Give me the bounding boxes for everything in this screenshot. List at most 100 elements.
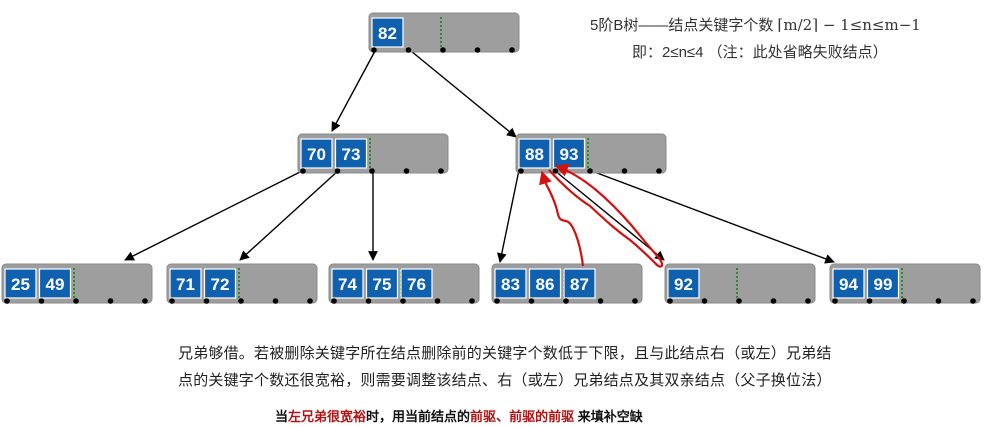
key-value: 76 <box>407 275 426 294</box>
child-pointer-dot <box>440 47 446 53</box>
child-pointer-dot <box>369 168 375 174</box>
child-pointer-dot <box>434 298 441 304</box>
key-value: 72 <box>211 275 230 294</box>
child-pointer-dot <box>307 298 313 304</box>
child-pointer-dot <box>403 168 410 174</box>
child-pointer-dot <box>805 298 811 304</box>
child-pointer-dot <box>331 298 337 304</box>
edge-n88-to-leaf4 <box>496 169 520 263</box>
child-pointer-dot <box>597 298 604 304</box>
edge-n88-to-leaf5 <box>553 169 665 261</box>
key-value: 82 <box>378 24 397 43</box>
leaf-node-6: 94 99 <box>829 263 981 304</box>
key-value: 75 <box>373 275 392 294</box>
edge-root-to-left <box>331 50 376 132</box>
child-pointer-dot <box>272 298 279 304</box>
key-box <box>371 17 404 48</box>
bottom-note-left-sibling: 左兄弟很宽裕 <box>288 409 367 424</box>
child-pointer-dot <box>400 298 406 304</box>
key-value: 99 <box>874 275 893 294</box>
child-pointer-dot <box>770 298 777 304</box>
child-pointer-dot <box>494 298 500 304</box>
child-pointer-dot <box>300 168 306 174</box>
key-box <box>400 268 433 299</box>
bottom-note-part3: 时，用当前结点的 <box>366 409 471 424</box>
bottom-note-comma: 、 <box>496 409 510 424</box>
bottom-note-part7: 来填补空缺 <box>574 409 643 424</box>
key-box <box>667 268 700 299</box>
leaf-node-3: 74 75 76 <box>328 263 480 304</box>
child-pointer-dot <box>552 168 559 174</box>
key-box <box>203 268 237 299</box>
key-value: 86 <box>536 275 555 294</box>
key-box <box>866 268 900 299</box>
key-value: 74 <box>338 275 357 294</box>
key-value: 93 <box>560 145 579 164</box>
definition-prefix: 5阶B树——结点关键字个数 <box>590 17 774 34</box>
description-line2: 点的关键字个数还很宽裕，则需要调整该结点、右（或左）兄弟结点及其双亲结点（父子换… <box>178 372 832 389</box>
key-box <box>334 138 368 169</box>
child-pointer-dot <box>518 168 524 174</box>
red-annotation-curves <box>539 163 664 268</box>
definition-formula: ⌈m/2⌉ − 1≤n≤m−1 <box>777 16 921 34</box>
child-pointer-dot <box>901 298 907 304</box>
b-tree-definition: 5阶B树——结点关键字个数 ⌈m/2⌉ − 1≤n≤m−1 <box>590 14 921 35</box>
key-box <box>563 268 596 299</box>
key-value: 92 <box>674 275 693 294</box>
key-value: 88 <box>525 145 544 164</box>
root-node: 82 <box>368 12 520 53</box>
child-pointer-dot <box>334 168 341 174</box>
child-pointer-dot <box>587 168 593 174</box>
key-value: 83 <box>501 275 520 294</box>
child-pointer-dot <box>203 298 210 304</box>
child-pointer-dot <box>563 298 569 304</box>
child-pointer-dot <box>736 298 742 304</box>
edge-n93-to-leaf6 <box>588 169 835 264</box>
key-value: 71 <box>176 275 195 294</box>
key-value: 49 <box>46 275 65 294</box>
child-pointer-dot <box>469 298 475 304</box>
description-paragraph: 兄弟够借。若被删除关键字所在结点删除前的关键字个数低于下限，且与此结点右（或左）… <box>178 340 958 394</box>
key-box <box>365 268 399 299</box>
key-value: 94 <box>839 275 858 294</box>
red-curve-88-to-92 <box>548 163 664 268</box>
key-value: 73 <box>342 145 361 164</box>
child-pointer-dot <box>107 298 114 304</box>
key-box <box>528 268 562 299</box>
child-pointer-dot <box>667 298 673 304</box>
internal-node-right: 88 93 <box>515 133 667 174</box>
child-pointer-dot <box>238 298 244 304</box>
key-box <box>300 138 333 169</box>
child-pointer-dot <box>474 47 481 53</box>
bottom-note: 当左兄弟很宽裕时，用当前结点的前驱、前驱的前驱 来填补空缺 <box>275 406 643 425</box>
child-pointer-dot <box>701 298 708 304</box>
child-pointer-dot <box>4 298 10 304</box>
leaf-node-2: 71 72 <box>166 263 318 304</box>
range-note-text: 即：2≤n≤4 （注：此处省略失败结点） <box>632 44 888 61</box>
edge-root-to-right <box>410 50 517 138</box>
key-box <box>518 138 551 169</box>
child-pointer-dot <box>621 168 628 174</box>
red-curve-87-to-88 <box>539 170 585 267</box>
key-box <box>4 268 37 299</box>
leaf-node-5: 92 <box>664 263 816 304</box>
child-pointer-dot <box>38 298 45 304</box>
key-value: 25 <box>11 275 30 294</box>
key-box <box>169 268 202 299</box>
child-pointer-dot <box>528 298 535 304</box>
child-pointer-dot <box>365 298 372 304</box>
child-pointer-dot <box>438 168 444 174</box>
child-pointer-dot <box>405 47 412 53</box>
child-pointer-dot <box>371 47 377 53</box>
key-box <box>494 268 527 299</box>
key-box <box>331 268 364 299</box>
key-box <box>832 268 865 299</box>
child-pointer-dot <box>73 298 79 304</box>
bottom-note-part1: 当 <box>275 409 289 424</box>
edge-n70-to-leaf1 <box>124 169 305 261</box>
child-pointer-dot <box>656 168 662 174</box>
child-pointer-dot <box>509 47 515 53</box>
